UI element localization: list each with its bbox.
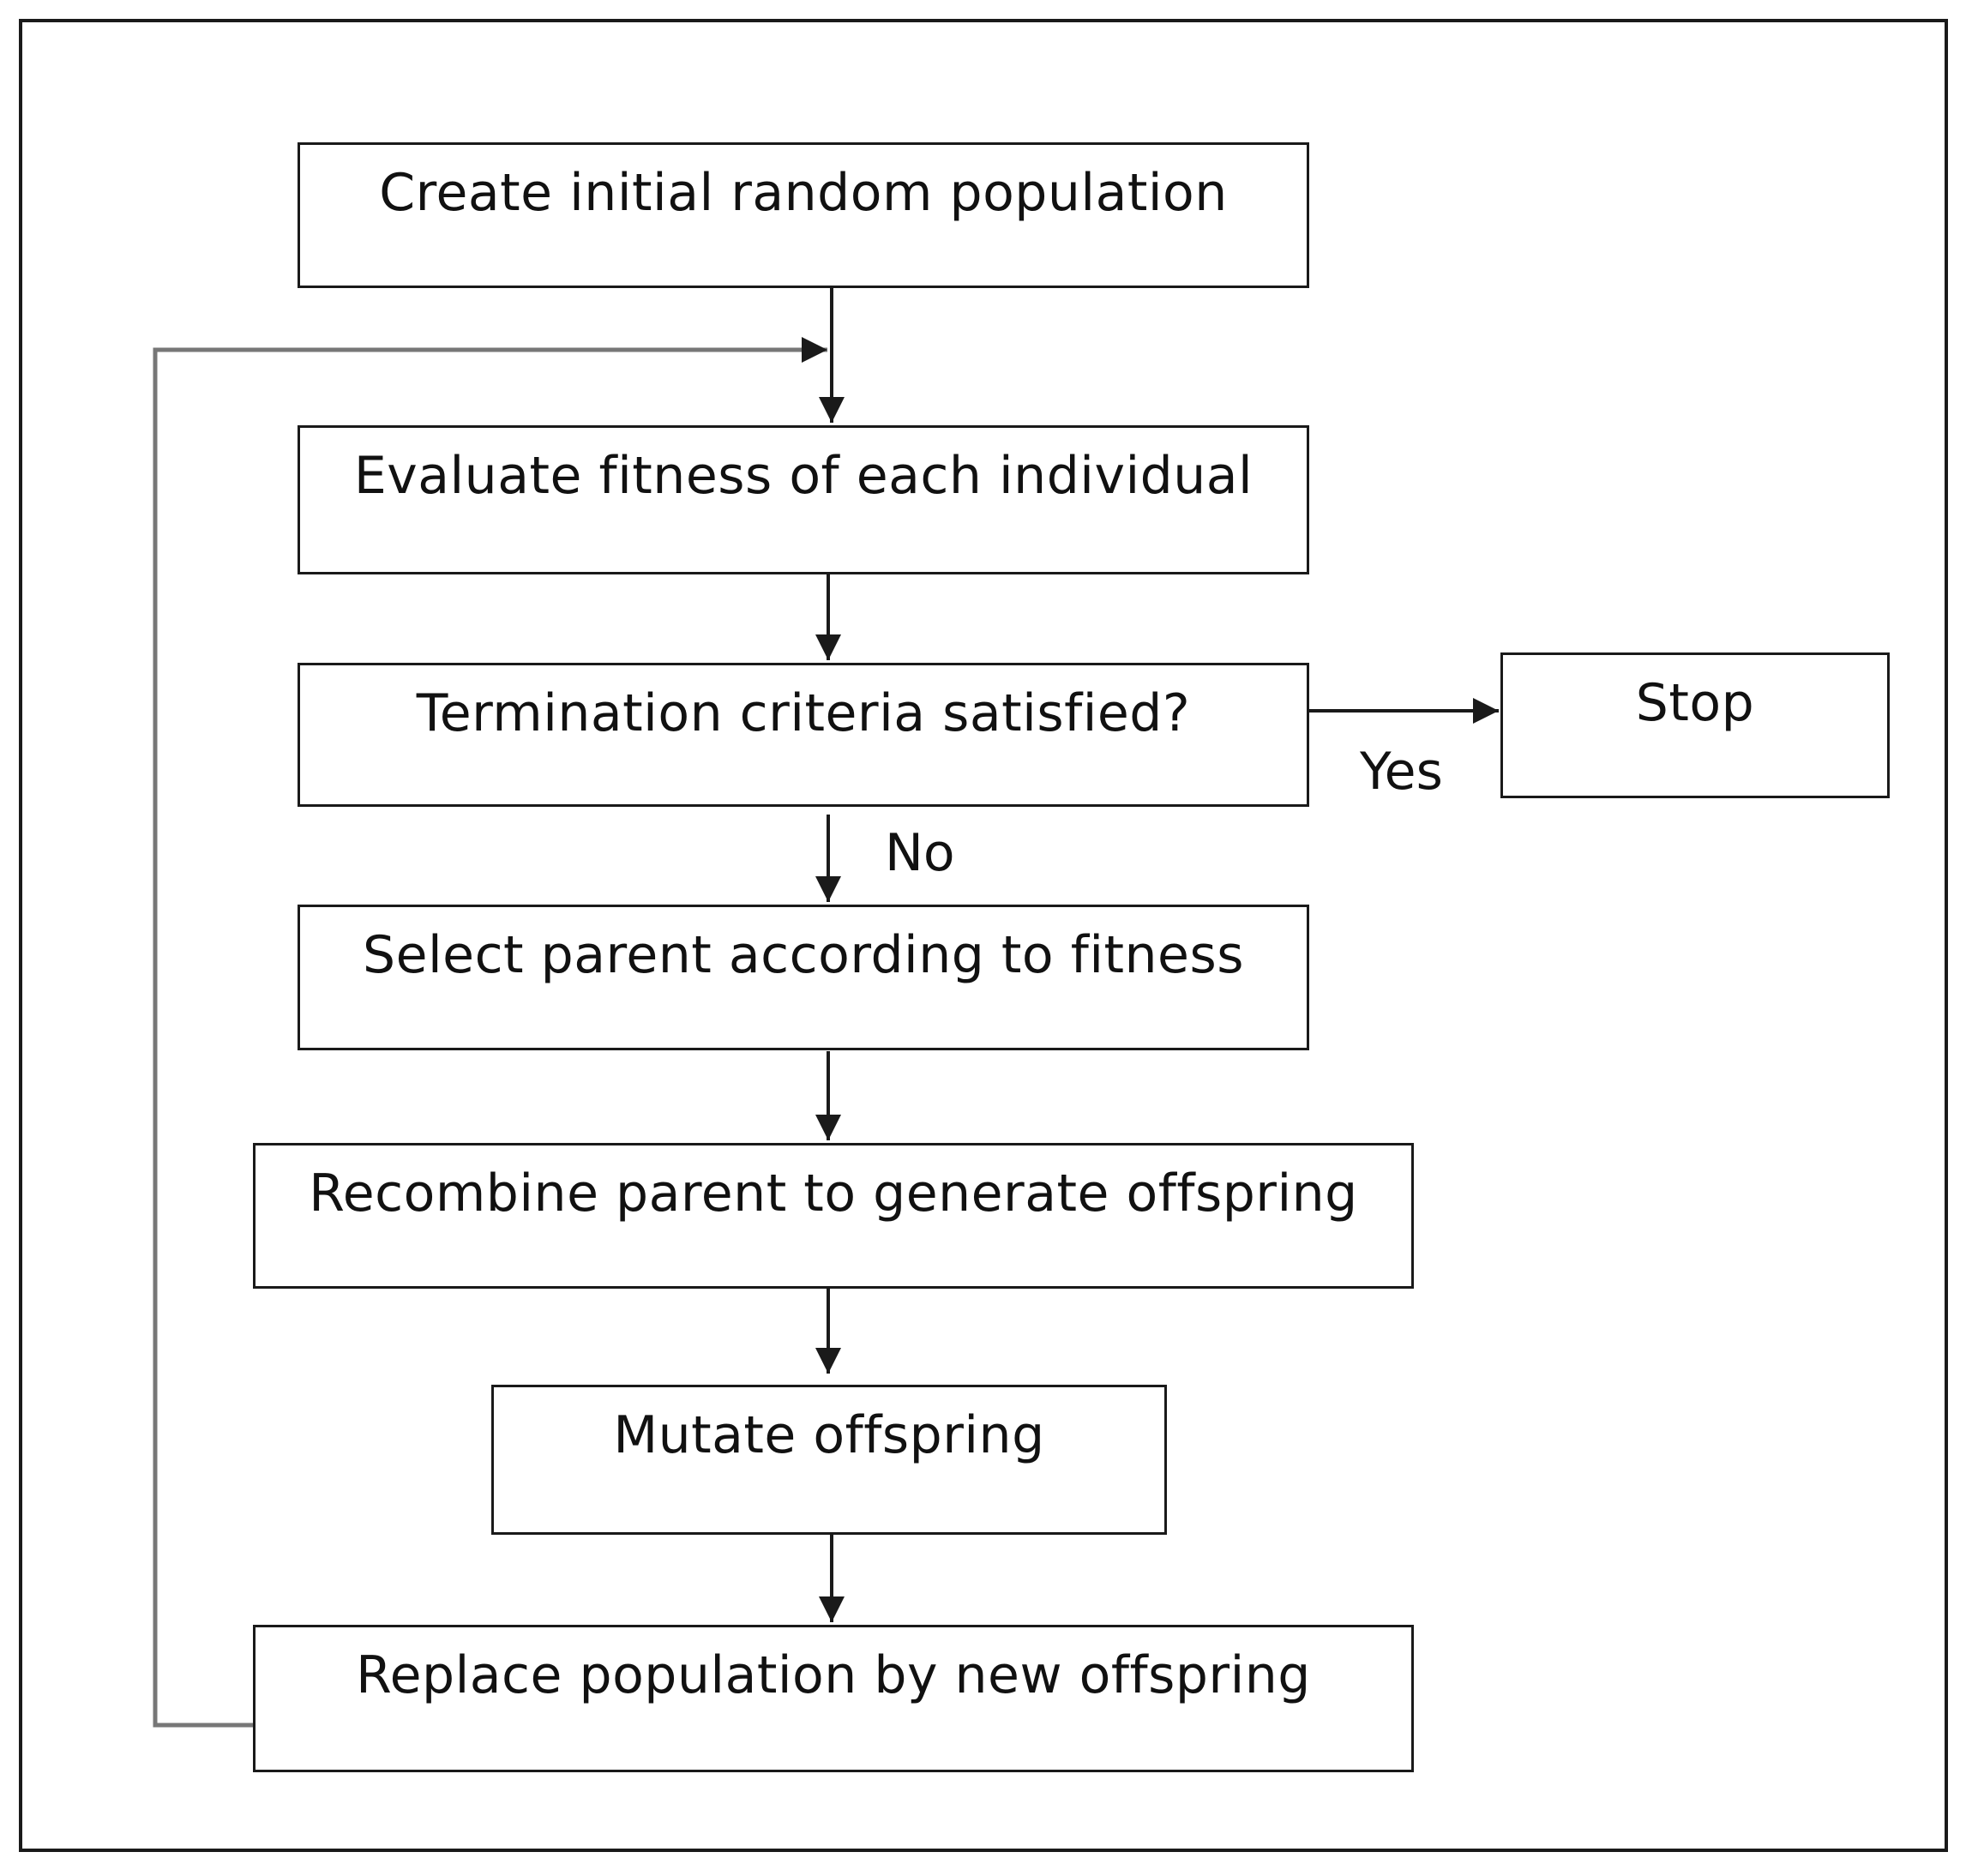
node-select-parent-label: Select parent according to fitness [362, 925, 1244, 985]
node-replace-population-label: Replace population by new offspring [356, 1645, 1311, 1705]
node-replace-population: Replace population by new offspring [253, 1625, 1414, 1772]
node-create-population-label: Create initial random population [379, 163, 1228, 223]
edge-label-yes: Yes [1360, 742, 1443, 802]
node-stop-label: Stop [1635, 673, 1755, 733]
node-create-population: Create initial random population [298, 142, 1309, 288]
node-termination-check-label: Termination criteria satisfied? [416, 683, 1191, 743]
node-recombine-parent-label: Recombine parent to generate offspring [309, 1163, 1358, 1224]
node-recombine-parent: Recombine parent to generate offspring [253, 1143, 1414, 1289]
node-mutate-offspring-label: Mutate offspring [613, 1405, 1045, 1465]
diagram-frame [19, 19, 1948, 1852]
loop-back-line [153, 337, 827, 1728]
node-mutate-offspring: Mutate offspring [491, 1385, 1167, 1535]
node-stop: Stop [1500, 652, 1890, 798]
node-select-parent: Select parent according to fitness [298, 905, 1309, 1050]
edge-label-no: No [885, 823, 955, 883]
node-termination-check: Termination criteria satisfied? [298, 663, 1309, 807]
node-evaluate-fitness: Evaluate fitness of each individual [298, 425, 1309, 574]
node-evaluate-fitness-label: Evaluate fitness of each individual [353, 446, 1254, 506]
